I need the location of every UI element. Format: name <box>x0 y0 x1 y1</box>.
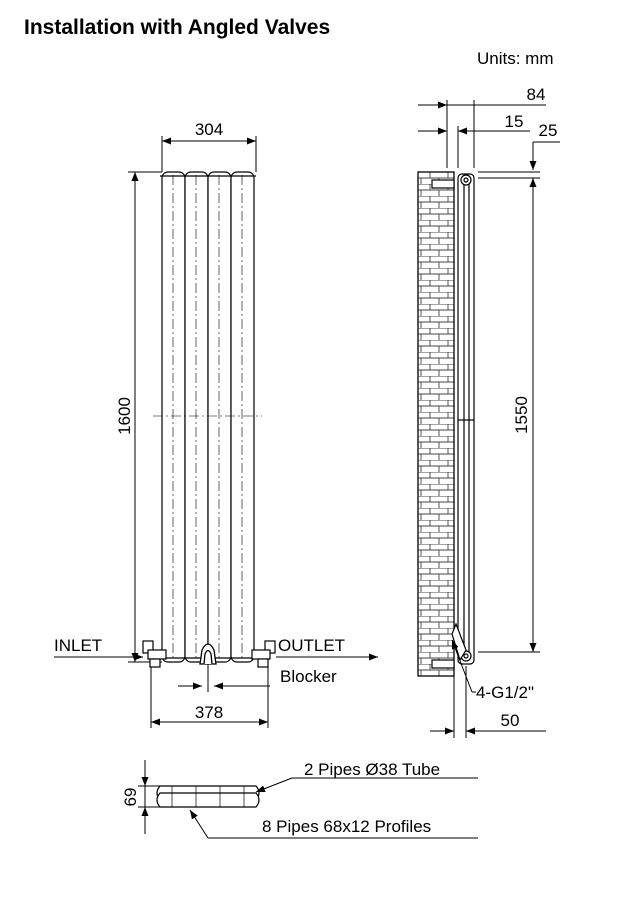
connection-label: 4-G1/2" <box>476 683 534 702</box>
wall-offset-dimension <box>430 666 546 738</box>
depth-dimension <box>418 100 546 168</box>
side-view: 84 15 25 1550 4-G1/2" <box>417 85 560 738</box>
gap-label: 15 <box>505 112 524 131</box>
valve-offset-label: 25 <box>539 121 558 140</box>
gap-dimension <box>418 126 530 168</box>
units-label: Units: mm <box>477 49 554 68</box>
radiator-side-profile <box>457 173 475 665</box>
tube-label: 2 Pipes Ø38 Tube <box>304 760 440 779</box>
profile-cross-section <box>156 785 260 808</box>
profiles-label: 8 Pipes 68x12 Profiles <box>262 817 431 836</box>
outlet-label: OUTLET <box>278 636 345 655</box>
thickness-label: 69 <box>121 788 140 807</box>
center-height-label: 1550 <box>512 396 531 434</box>
depth-label: 84 <box>527 85 546 104</box>
blocker-label: Blocker <box>280 667 337 686</box>
thickness-dimension <box>138 760 160 834</box>
inlet-valve <box>142 640 167 668</box>
pipe-spacing-label: 378 <box>195 703 223 722</box>
blocker <box>199 643 217 665</box>
outlet-valve <box>251 640 276 668</box>
width-dimension <box>161 136 257 172</box>
center-height-dimension <box>478 171 540 653</box>
radiator-panel <box>160 171 256 663</box>
diagram-title: Installation with Angled Valves <box>24 16 331 39</box>
front-view: 304 1600 INLET OUTLET <box>54 120 378 728</box>
inlet-label: INLET <box>54 636 102 655</box>
top-view: 69 2 Pipes Ø38 Tube 8 Pipes 68x12 Profil… <box>121 760 478 839</box>
height-label: 1600 <box>115 397 134 435</box>
brick-wall <box>417 171 455 677</box>
wall-offset-label: 50 <box>501 711 520 730</box>
pipe-spacing-dimension <box>150 667 269 728</box>
width-label: 304 <box>195 120 223 139</box>
